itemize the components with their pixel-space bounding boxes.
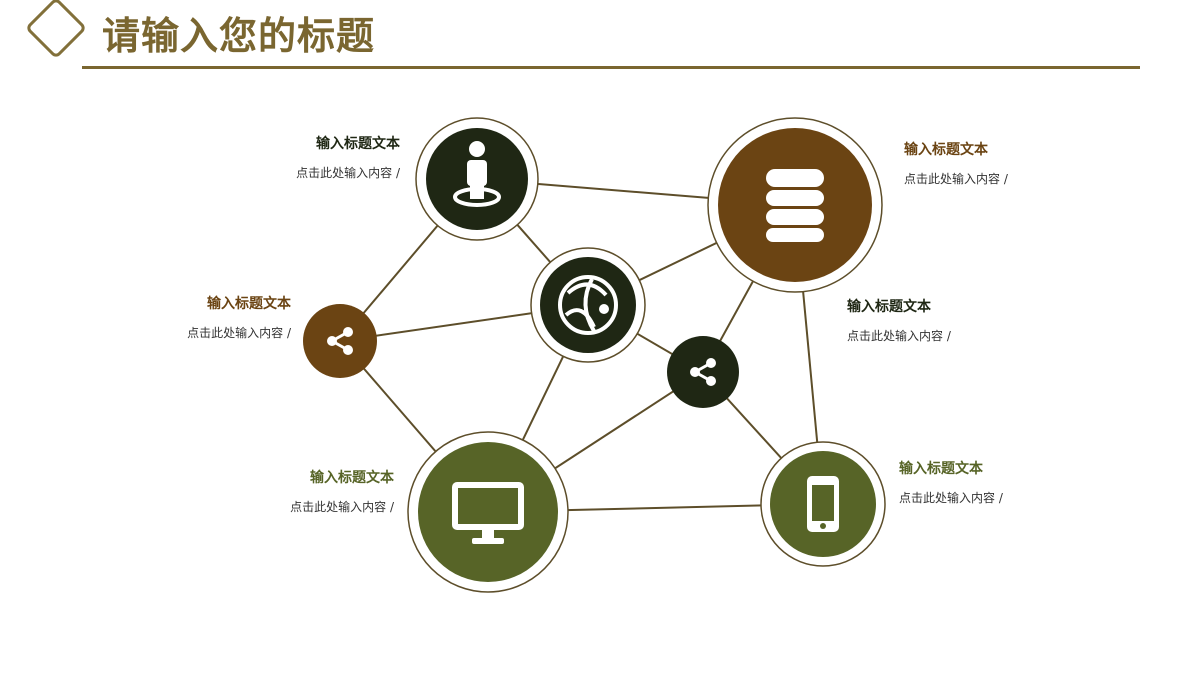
database-icon	[766, 169, 824, 242]
person-on-target-icon	[453, 141, 501, 207]
label-person: 输入标题文本 点击此处输入内容 /	[296, 135, 400, 181]
node-phone	[760, 441, 886, 567]
node-globe	[530, 247, 646, 363]
label-database: 输入标题文本 点击此处输入内容 /	[904, 141, 1008, 187]
node-database	[707, 117, 883, 293]
monitor-icon	[452, 482, 524, 544]
label-text: 点击此处输入内容 /	[187, 326, 291, 340]
label-share-right: 输入标题文本 点击此处输入内容 /	[847, 298, 951, 344]
label-text: 点击此处输入内容 /	[296, 166, 400, 180]
node-monitor	[407, 431, 569, 593]
label-text: 点击此处输入内容 /	[904, 172, 1008, 186]
label-title: 输入标题文本	[899, 461, 983, 477]
label-monitor: 输入标题文本 点击此处输入内容 /	[290, 469, 394, 515]
node-share-left	[303, 304, 377, 378]
label-phone: 输入标题文本 点击此处输入内容 /	[899, 460, 1003, 506]
label-title: 输入标题文本	[904, 142, 988, 158]
node-share-right	[667, 336, 739, 408]
node-person	[415, 117, 539, 241]
label-text: 点击此处输入内容 /	[847, 329, 951, 343]
label-text: 点击此处输入内容 /	[290, 500, 394, 514]
label-title: 输入标题文本	[316, 136, 400, 152]
page-title: 请输入您的标题	[102, 14, 376, 58]
share-icon	[690, 358, 716, 386]
share-icon	[327, 327, 353, 355]
label-title: 输入标题文本	[847, 299, 931, 315]
label-text: 点击此处输入内容 /	[899, 491, 1003, 505]
smartphone-icon	[807, 476, 839, 532]
title-underline	[82, 66, 1140, 69]
label-title: 输入标题文本	[207, 296, 291, 312]
label-title: 输入标题文本	[310, 470, 394, 486]
globe-network-icon	[558, 275, 618, 335]
label-share-left: 输入标题文本 点击此处输入内容 /	[187, 295, 291, 341]
